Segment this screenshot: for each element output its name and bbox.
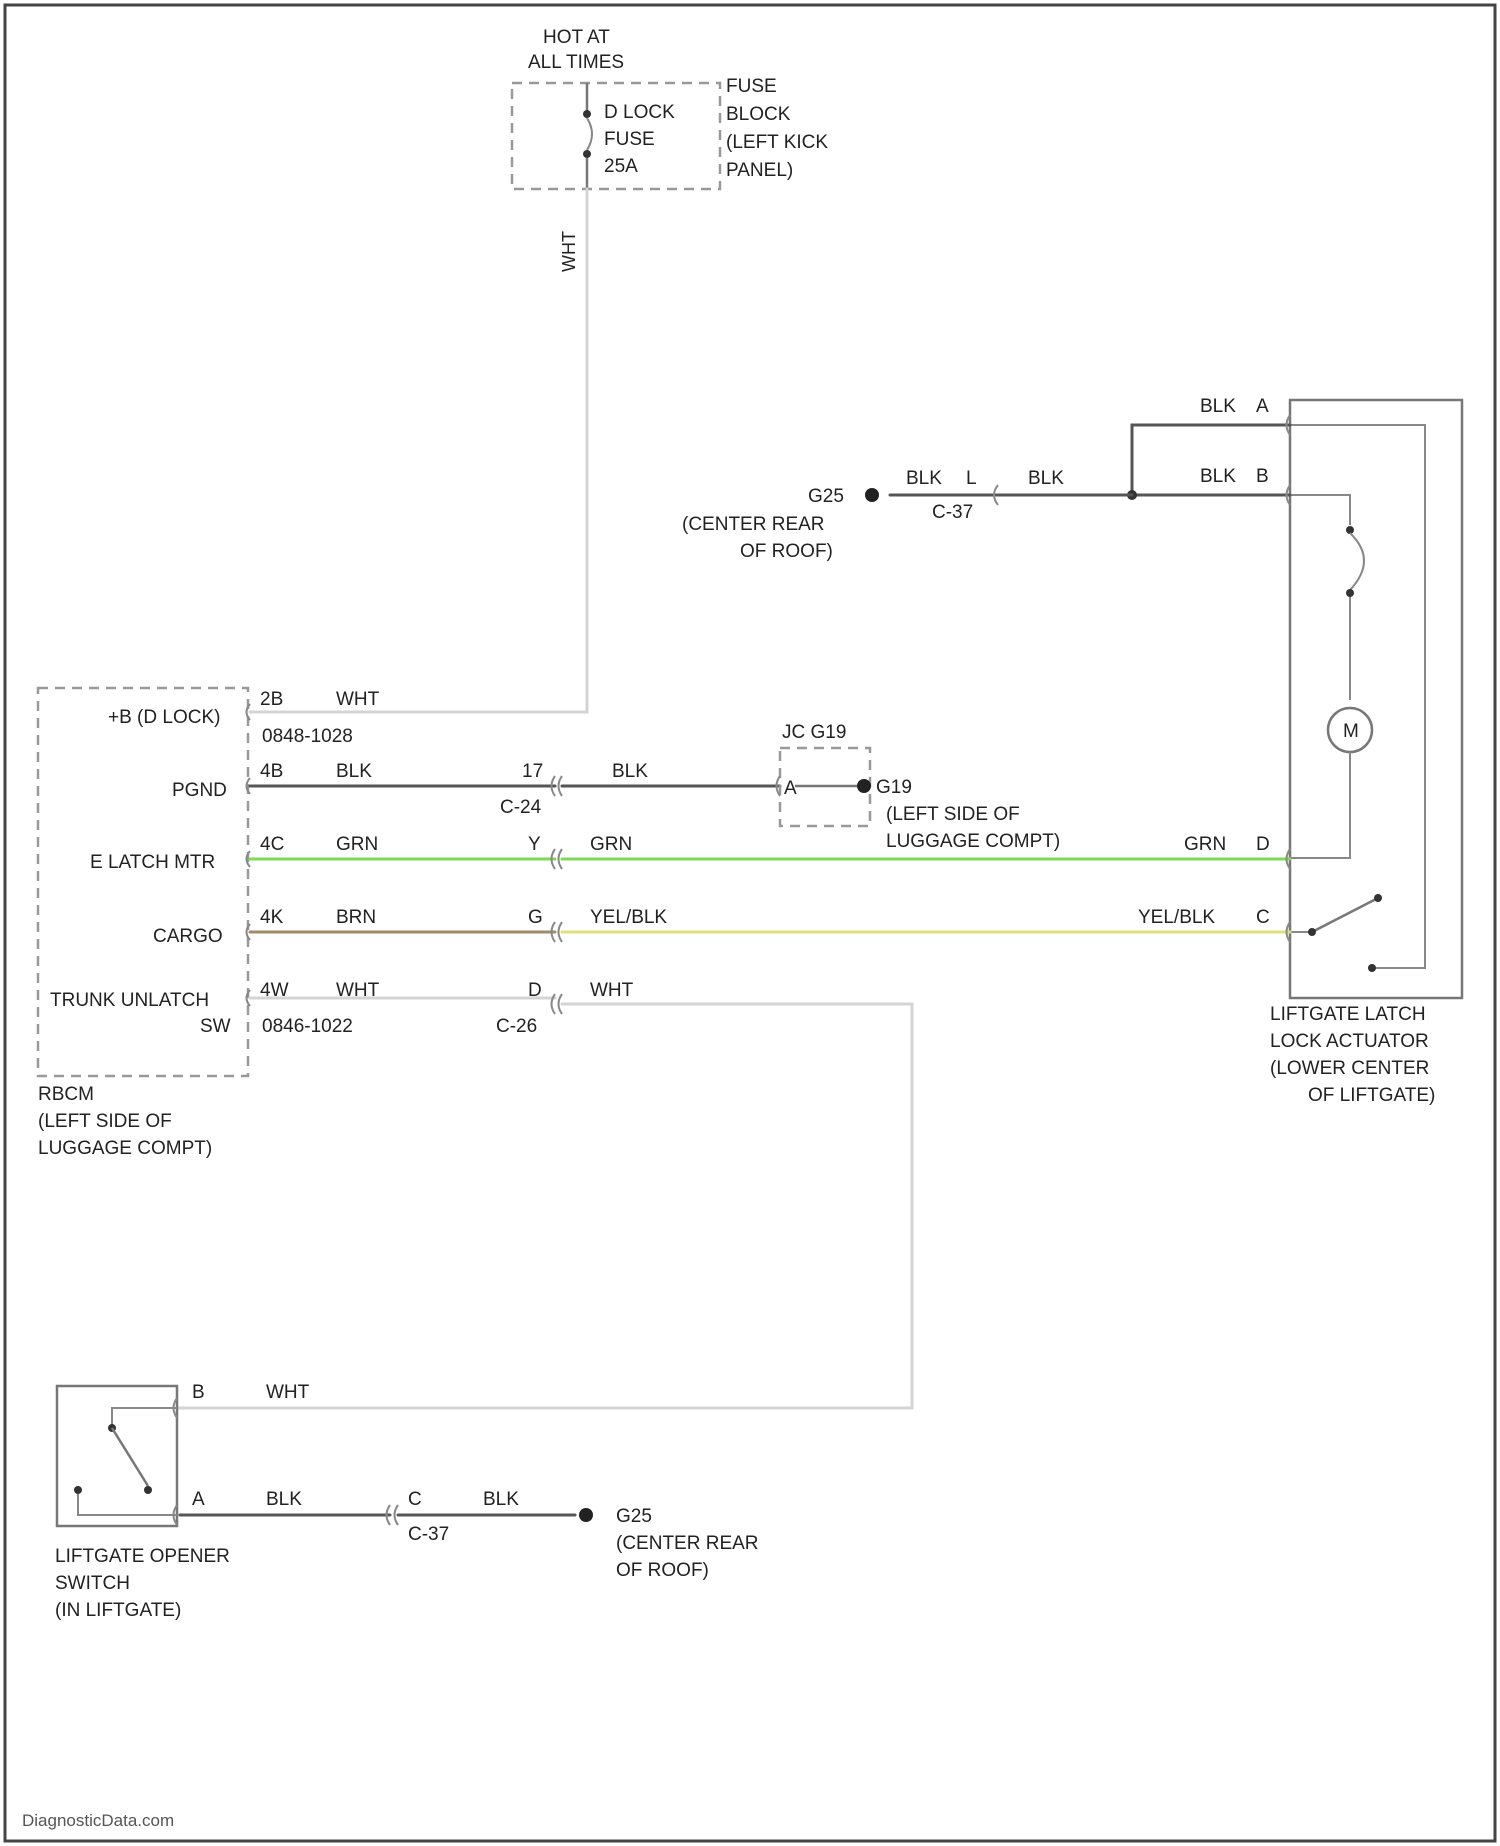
rbcm-wire-4c: GRN (336, 834, 378, 855)
rbcm-pin-4c: 4C (260, 834, 284, 855)
switch-ground-loc-1: (CENTER REAR (616, 1533, 759, 1554)
ground-mid-id: G19 (876, 777, 912, 798)
pin-a-wire: BLK (1200, 396, 1236, 417)
ground-mid-loc-2: LUGGAGE COMPT) (886, 831, 1060, 852)
switch-wire-a2: BLK (483, 1489, 519, 1510)
motor-label: M (1343, 721, 1359, 742)
fuse-line2: FUSE (604, 129, 655, 150)
ground-mid-loc-1: (LEFT SIDE OF (886, 804, 1020, 825)
rbcm-wire-2b: WHT (336, 689, 380, 710)
ground-symbol-g19 (857, 779, 871, 793)
wire-wht-fuse-feed (250, 189, 587, 712)
switch-wire-b: WHT (266, 1382, 310, 1403)
fuse-rating: 25A (604, 156, 638, 177)
ground-symbol-bottom (579, 1508, 593, 1522)
pin-d-label: D (1256, 834, 1270, 855)
ground-top-connector: C-37 (932, 502, 973, 523)
ground-top-pin: L (966, 468, 977, 489)
rbcm-row-1-name: +B (D LOCK) (108, 707, 220, 728)
pin-c-label: C (1256, 907, 1270, 928)
fuse-terminal-top (583, 110, 591, 118)
c24-pin-g: G (528, 907, 543, 928)
fuse-block-label-3: (LEFT KICK (726, 132, 828, 153)
c24-pin-y: Y (528, 834, 541, 855)
rbcm-row-5-name: TRUNK UNLATCH (50, 990, 209, 1011)
rbcm-row-4-name: CARGO (153, 926, 223, 947)
ground-top-id: G25 (808, 486, 844, 507)
rbcm-row-3-name: E LATCH MTR (90, 852, 215, 873)
switch-label-2: SWITCH (55, 1573, 130, 1594)
pin-b-wire: BLK (1200, 466, 1236, 487)
ground-top-loc-1: (CENTER REAR (682, 514, 825, 535)
liftgate-latch-actuator: M LIFTGATE LATCH LOCK ACTUATOR (LOWER CE… (1270, 400, 1462, 1106)
rbcm-pin-4b: 4B (260, 761, 283, 782)
actuator-label-3: (LOWER CENTER (1270, 1058, 1429, 1079)
rbcm-wire-4b: BLK (336, 761, 372, 782)
pin-b-label: B (1256, 466, 1269, 487)
switch-wire-a: BLK (266, 1489, 302, 1510)
rbcm-row-2-name: PGND (172, 780, 227, 801)
pin-d-wire: GRN (1184, 834, 1226, 855)
hot-label-2: ALL TIMES (528, 52, 624, 73)
switch-label-3: (IN LIFTGATE) (55, 1600, 181, 1621)
switch-pin-b: B (192, 1382, 205, 1403)
connector-c24: 17 C-24 Y G D C-26 BLK GRN YEL/BLK WHT (496, 761, 667, 1037)
switch-ground-loc-2: OF ROOF) (616, 1560, 709, 1581)
rbcm-module: +B (D LOCK) PGND E LATCH MTR CARGO TRUNK… (38, 688, 380, 1159)
switch-conn-pin: C (408, 1489, 422, 1510)
switch-pin-a: A (192, 1489, 205, 1510)
jc-g19-pin: A (784, 778, 797, 799)
rbcm-label-3: LUGGAGE COMPT) (38, 1138, 212, 1159)
c24-wire-wht: WHT (590, 980, 634, 1001)
ground-top-loc-2: OF ROOF) (740, 541, 833, 562)
watermark: DiagnosticData.com (22, 1811, 174, 1830)
switch-label-1: LIFTGATE OPENER (55, 1546, 230, 1567)
fuse-block: HOT AT ALL TIMES D LOCK FUSE 25A FUSE BL… (512, 27, 828, 272)
ground-top-wire1: BLK (906, 468, 942, 489)
pin-a-label: A (1256, 396, 1269, 417)
c24-pin-17: 17 (522, 761, 543, 782)
fuse-wire-color: WHT (559, 231, 579, 272)
c24-connector-label: C-24 (500, 797, 542, 818)
actuator-outline (1290, 400, 1462, 998)
actuator-cargo-switch (1312, 898, 1378, 932)
rbcm-label-1: RBCM (38, 1084, 94, 1105)
actuator-label-2: LOCK ACTUATOR (1270, 1031, 1429, 1052)
wire-wht-to-switch (178, 1004, 912, 1408)
rbcm-pin-4k: 4K (260, 907, 284, 928)
c24-wire-yelblk: YEL/BLK (590, 907, 667, 928)
ground-g19-circuit: JC G19 A G19 (LEFT SIDE OF LUGGAGE COMPT… (777, 722, 1061, 852)
switch-contact (112, 1428, 148, 1486)
fuse-terminal-bottom (583, 150, 591, 158)
actuator-internal-switch (1350, 533, 1364, 590)
ground-top-wire2: BLK (1028, 468, 1064, 489)
fuse-name: D LOCK (604, 102, 675, 123)
rbcm-connector-bottom: 0846-1022 (262, 1016, 353, 1037)
liftgate-opener-switch: B WHT A BLK C C-37 BLK G25 (CENTER REAR … (55, 1382, 759, 1621)
fuse-block-label-1: FUSE (726, 76, 777, 97)
rbcm-row-5-sw: SW (200, 1016, 231, 1037)
jc-g19-label: JC G19 (782, 722, 846, 743)
c26-connector-label: C-26 (496, 1016, 537, 1037)
switch-connector: C-37 (408, 1524, 449, 1545)
c24-pin-d: D (528, 980, 542, 1001)
rbcm-connector-top: 0848-1028 (262, 726, 353, 747)
fuse-element (587, 118, 592, 150)
fuse-block-label-2: BLOCK (726, 104, 791, 125)
fuse-block-label-4: PANEL) (726, 160, 793, 181)
rbcm-label-2: (LEFT SIDE OF (38, 1111, 172, 1132)
actuator-label-1: LIFTGATE LATCH (1270, 1004, 1426, 1025)
ground-g25-top-circuit: BLK A BLK B G25 (CENTER REAR OF ROOF) BL… (682, 396, 1290, 562)
ground-symbol-top (865, 488, 879, 502)
rbcm-wire-4k: BRN (336, 907, 376, 928)
pin-c-wire: YEL/BLK (1138, 907, 1215, 928)
c24-wire-blk: BLK (612, 761, 648, 782)
switch-ground-id: G25 (616, 1506, 652, 1527)
hot-label-1: HOT AT (543, 27, 610, 48)
c24-wire-grn: GRN (590, 834, 632, 855)
actuator-label-4: OF LIFTGATE) (1308, 1085, 1435, 1106)
rbcm-pin-2b: 2B (260, 689, 283, 710)
